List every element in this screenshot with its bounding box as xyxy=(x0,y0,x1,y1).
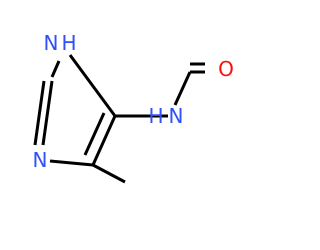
bond-c2-n3 xyxy=(41,80,54,146)
bond-c4-c5 xyxy=(91,115,117,166)
bond-n1-c2 xyxy=(50,60,61,78)
structure-canvas: H N N N H O xyxy=(32,31,234,184)
bond-nh-cho xyxy=(173,71,192,106)
bond-c4-c5-inner xyxy=(83,112,106,156)
atom-o: O xyxy=(218,57,234,81)
bond-c2-n3-inner xyxy=(33,80,46,146)
atom-n3: N xyxy=(33,148,48,172)
bond-c4-methyl xyxy=(92,163,126,184)
atom-h-n1: H xyxy=(61,31,76,55)
bond-c5-n1 xyxy=(68,54,117,117)
molecule-diagram: H N N N H O xyxy=(33,31,234,184)
atom-h-amide: H xyxy=(148,104,163,128)
atom-n-amide: N xyxy=(169,104,184,128)
atom-labels: H N N N H O xyxy=(33,31,234,172)
bond-n3-c4 xyxy=(49,159,94,167)
bonds xyxy=(33,54,205,184)
atom-n1: N xyxy=(44,31,59,55)
